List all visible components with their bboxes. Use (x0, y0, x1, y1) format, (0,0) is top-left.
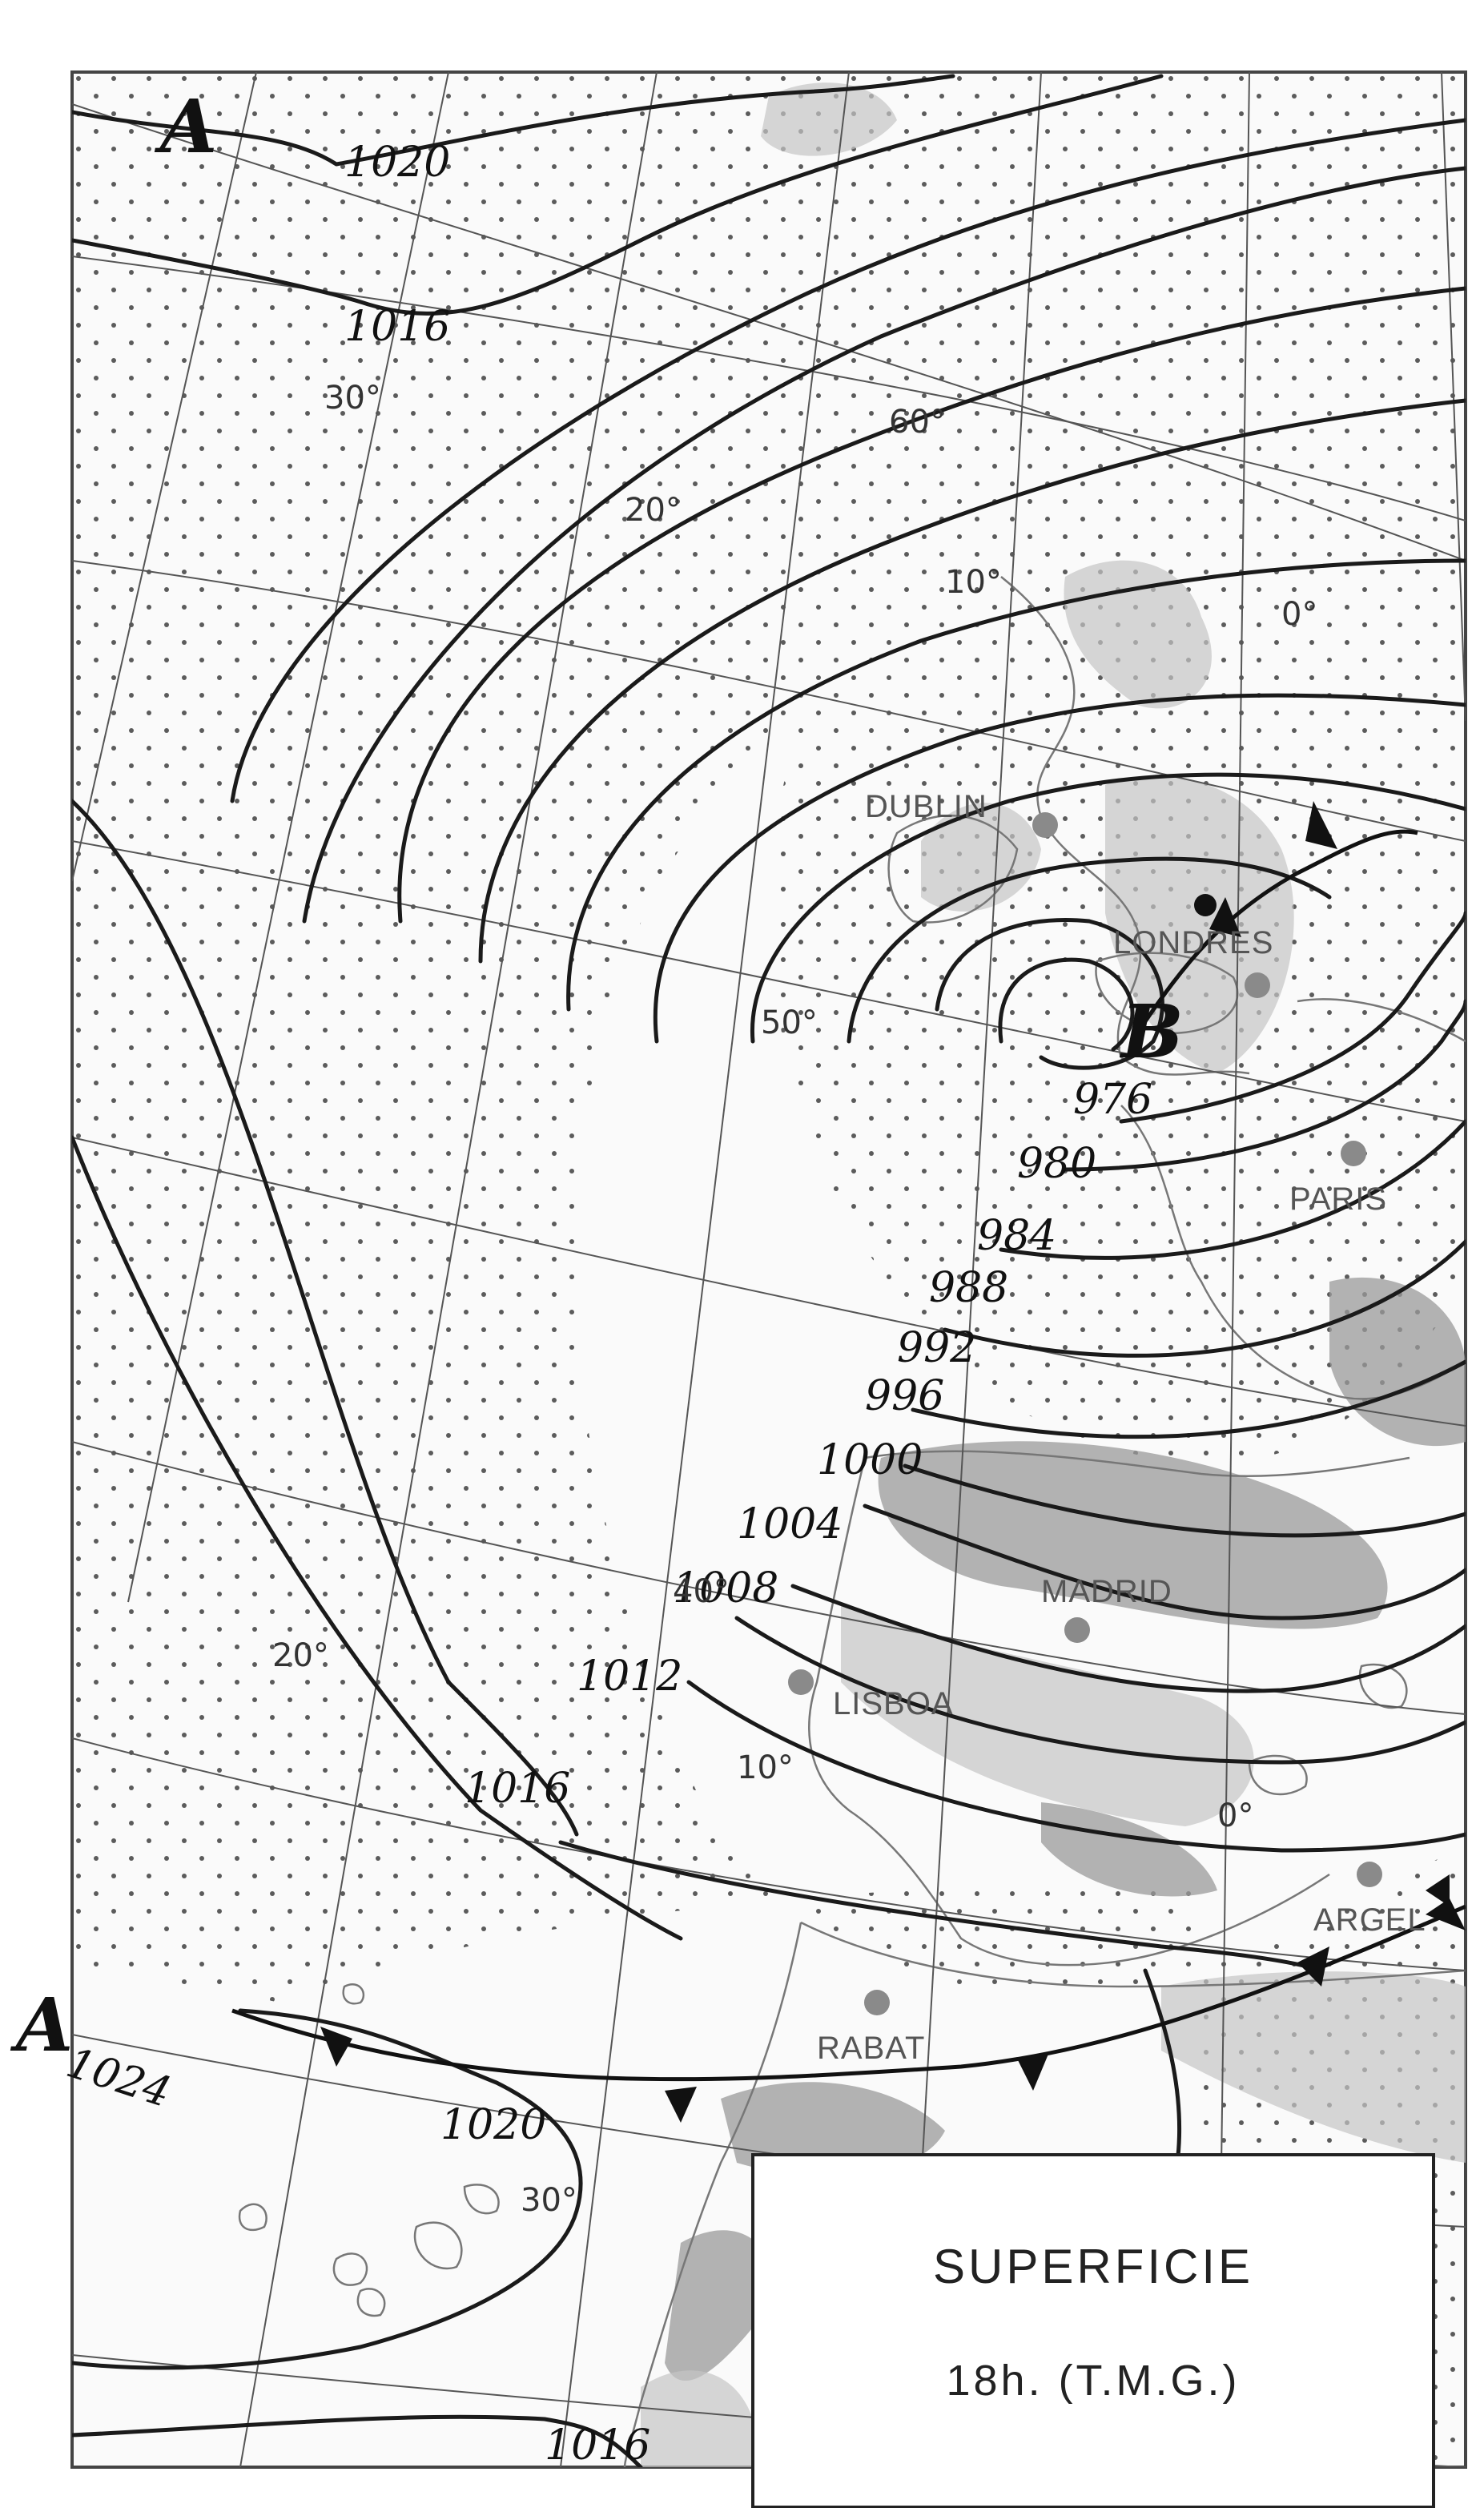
relief-areas (641, 83, 1466, 2467)
city-label-lisboa: LISBOA (833, 1686, 954, 1721)
graticule-meridians (72, 72, 1466, 2467)
isobar-label-1008: 1008 (673, 1564, 778, 1612)
isobar-label-1000: 1000 (817, 1436, 923, 1484)
isobar-label-984: 984 (977, 1212, 1056, 1260)
isobar-label-976: 976 (1073, 1076, 1152, 1124)
map-title: SUPERFICIE (933, 2240, 1253, 2293)
city-label-rabat: RABAT (817, 2031, 925, 2066)
city-label-madrid: MADRID (1041, 1574, 1172, 1609)
isobar-label-1016-top: 1016 (344, 303, 450, 351)
city-label-argel: ARGEL (1313, 1902, 1426, 1938)
city-label-dublin: DUBLIN (865, 789, 987, 824)
city-labels: DUBLIN LONDRES PARIS MADRID LISBOA ARGEL… (817, 789, 1426, 2066)
svg-text:20°: 20° (625, 492, 682, 529)
city-markers (788, 812, 1382, 2015)
svg-text:60°: 60° (889, 404, 946, 441)
isobar-label-992: 992 (897, 1324, 976, 1372)
isobar-label-1020-top: 1020 (344, 139, 450, 187)
high-pressure-center-top: A (154, 83, 217, 170)
isobar-label-988: 988 (929, 1264, 1008, 1312)
svg-text:30°: 30° (521, 2182, 577, 2219)
isobar-label-996: 996 (865, 1372, 944, 1420)
svg-text:10°: 10° (737, 1749, 794, 1786)
isobar-label-1016-mid: 1016 (465, 1765, 570, 1813)
isobar-label-1016-bottom: 1016 (545, 2421, 650, 2470)
svg-text:20°: 20° (272, 1637, 329, 1674)
isobar-label-1020-bottom: 1020 (440, 2101, 546, 2149)
svg-text:10°: 10° (945, 564, 1002, 601)
city-label-paris: PARIS (1289, 1182, 1387, 1217)
city-label-londres: LONDRES (1113, 925, 1273, 960)
svg-text:0°: 0° (1281, 596, 1317, 633)
isobar-label-1012: 1012 (577, 1653, 682, 1701)
svg-text:50°: 50° (761, 1004, 818, 1041)
high-pressure-center-bottom: A (10, 1982, 73, 2068)
map-subtitle: 18h. (T.M.G.) (946, 2357, 1240, 2405)
isobars (72, 74, 1466, 2467)
pressure-centers: A B A (10, 83, 1184, 2068)
low-pressure-center: B (1119, 988, 1184, 1075)
isobar-labels: 1020 1016 976 980 984 988 992 996 1000 1… (61, 139, 1152, 2470)
graticule-labels: 30° 60° 20° 10° 0° 50° 40° 20° 10° 0° 30… (272, 380, 1317, 2219)
isobar-label-1004: 1004 (737, 1500, 843, 1548)
svg-text:30°: 30° (324, 380, 381, 417)
cold-front (231, 1874, 1466, 2123)
isobar-label-980: 980 (1017, 1140, 1096, 1188)
svg-text:0°: 0° (1217, 1797, 1253, 1834)
svg-text:40°: 40° (673, 1573, 730, 1610)
map-legend-box: SUPERFICIE 18h. (T.M.G.) (751, 2153, 1435, 2508)
occluded-front (1135, 801, 1418, 1035)
